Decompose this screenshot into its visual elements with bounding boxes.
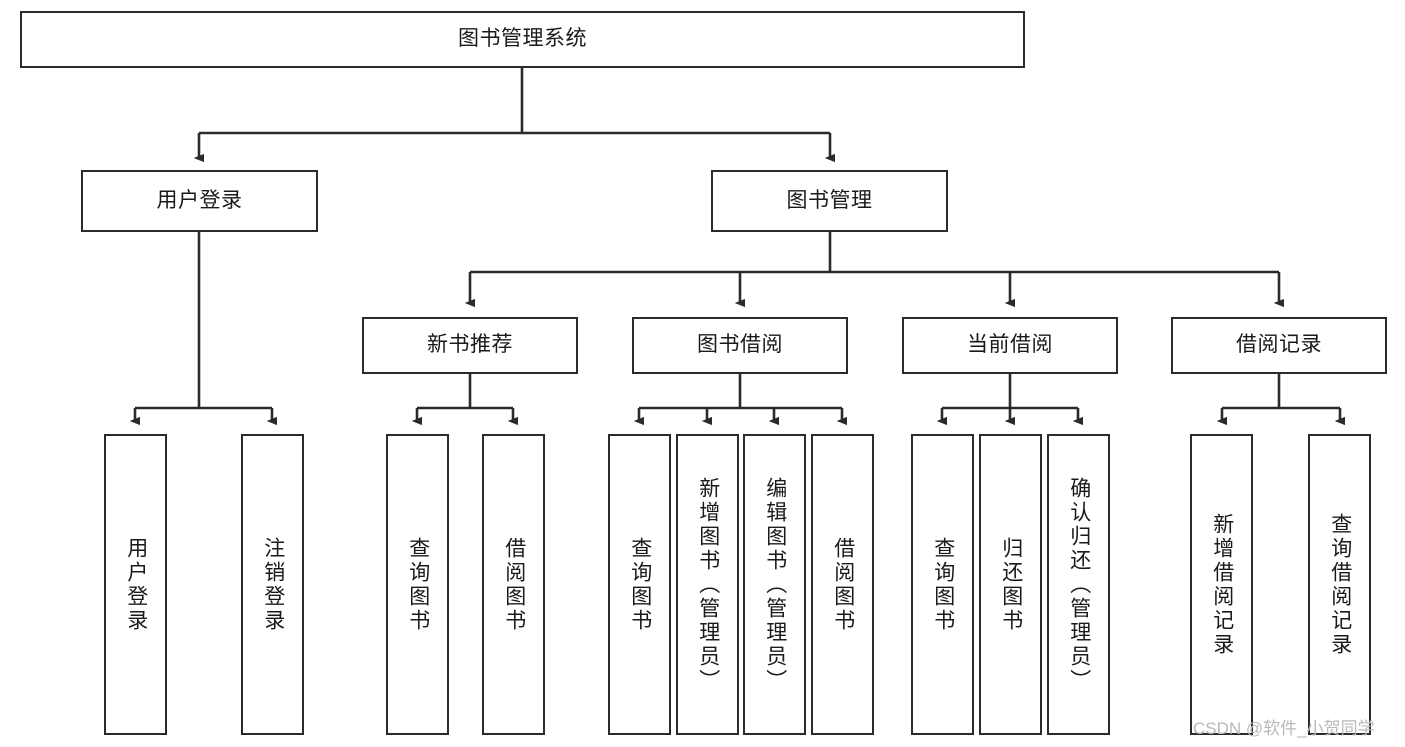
node-label: 借阅图书: [831, 536, 855, 633]
leaf-borrow-add-book-admin[interactable]: 新增图书（管理员）: [676, 434, 739, 735]
node-label: 图书管理: [786, 188, 873, 212]
node-current-borrow[interactable]: 当前借阅: [902, 317, 1118, 374]
leaf-borrow-borrow-book[interactable]: 借阅图书: [811, 434, 874, 735]
node-book-borrow[interactable]: 图书借阅: [632, 317, 848, 374]
node-label: 图书管理系统: [458, 27, 587, 51]
node-label: 借阅图书: [502, 536, 526, 633]
node-label: 新增借阅记录: [1210, 512, 1234, 657]
leaf-current-return-book[interactable]: 归还图书: [979, 434, 1042, 735]
node-borrow-record[interactable]: 借阅记录: [1171, 317, 1387, 374]
node-label: 图书借阅: [697, 333, 783, 357]
node-label: 编辑图书（管理员）: [763, 476, 787, 693]
leaf-borrow-edit-book-admin[interactable]: 编辑图书（管理员）: [743, 434, 806, 735]
node-new-book-recommend[interactable]: 新书推荐: [362, 317, 578, 374]
node-label: 借阅记录: [1236, 333, 1322, 357]
node-label: 用户登录: [156, 188, 243, 212]
leaf-user-login-signout[interactable]: 注销登录: [241, 434, 304, 735]
leaf-new-book-borrow[interactable]: 借阅图书: [482, 434, 545, 735]
leaf-current-query-book[interactable]: 查询图书: [911, 434, 974, 735]
node-label: 确认归还（管理员）: [1067, 476, 1091, 693]
node-label: 注销登录: [261, 536, 285, 633]
node-label: 查询借阅记录: [1328, 512, 1352, 657]
node-root-system[interactable]: 图书管理系统: [20, 11, 1025, 68]
node-label: 新书推荐: [427, 333, 513, 357]
leaf-user-login-signin[interactable]: 用户登录: [104, 434, 167, 735]
node-label: 查询图书: [628, 536, 652, 633]
leaf-borrow-query-book[interactable]: 查询图书: [608, 434, 671, 735]
node-label: 归还图书: [999, 536, 1023, 633]
leaf-record-query-record[interactable]: 查询借阅记录: [1308, 434, 1371, 735]
node-label: 查询图书: [406, 536, 430, 633]
leaf-new-book-query[interactable]: 查询图书: [386, 434, 449, 735]
node-label: 当前借阅: [967, 333, 1053, 357]
node-label: 用户登录: [124, 536, 148, 633]
node-user-login[interactable]: 用户登录: [81, 170, 318, 232]
node-label: 新增图书（管理员）: [696, 476, 720, 693]
node-label: 查询图书: [931, 536, 955, 633]
node-book-management[interactable]: 图书管理: [711, 170, 948, 232]
leaf-record-add-record[interactable]: 新增借阅记录: [1190, 434, 1253, 735]
leaf-current-confirm-return-admin[interactable]: 确认归还（管理员）: [1047, 434, 1110, 735]
watermark: CSDN @软件_小贺同学: [1193, 719, 1375, 738]
